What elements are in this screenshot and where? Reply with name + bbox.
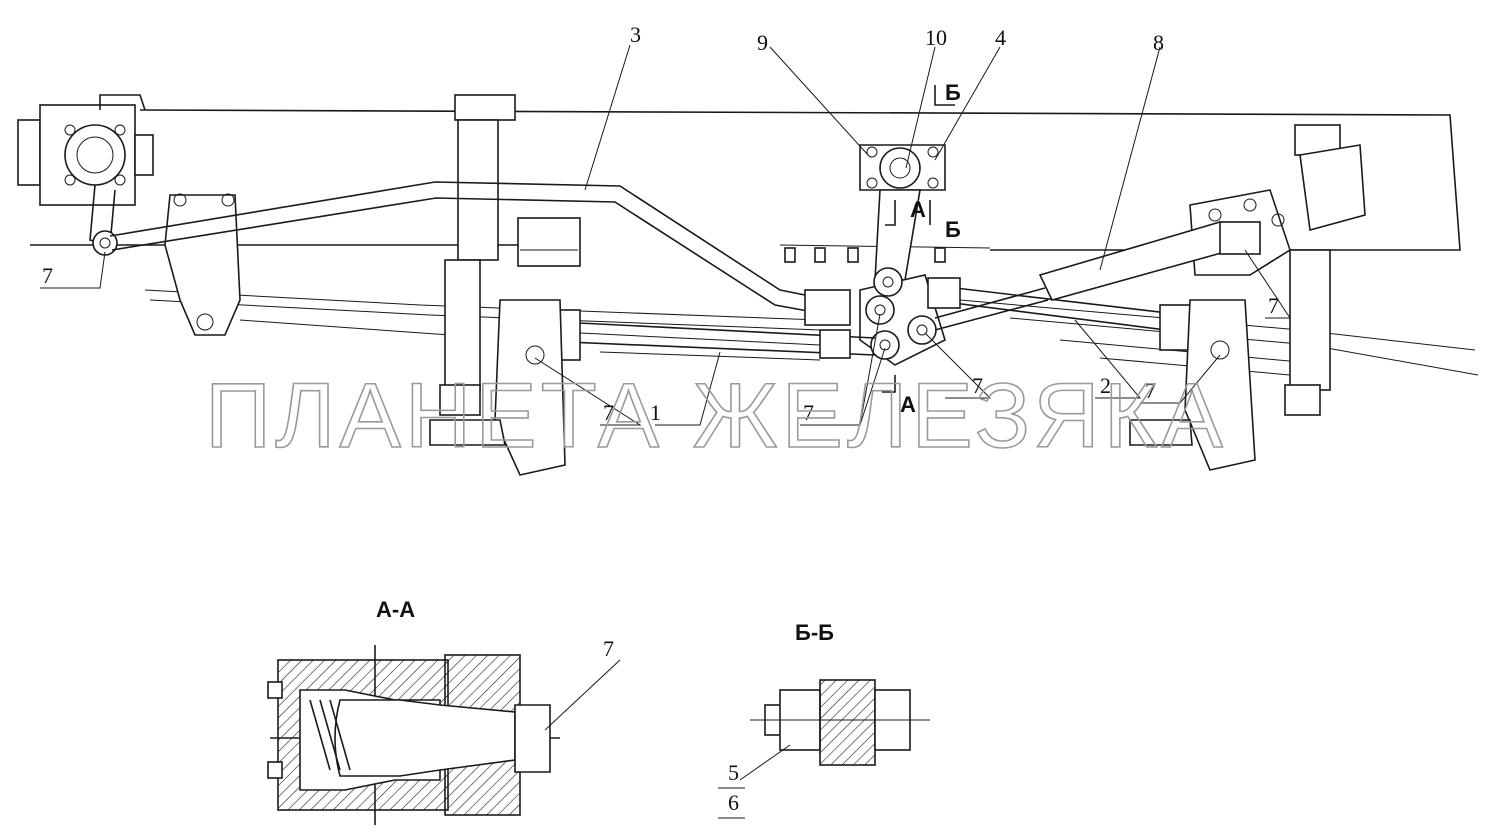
left-steering-knuckle — [429, 299, 566, 476]
power-cylinder-8 — [934, 221, 1261, 331]
callout-10: 10 — [925, 25, 947, 50]
intermediate-lever — [859, 267, 946, 366]
right-shock-absorber — [1284, 124, 1366, 416]
callout-7-knuckle-right: 7 — [1145, 378, 1156, 403]
section-mark-a-mid: А — [910, 197, 926, 222]
section-title-aa: А-А — [376, 597, 415, 622]
callout-7-center: 7 — [803, 400, 814, 425]
section-title-bb: Б-Б — [795, 620, 834, 645]
callout-7-knuckle-left: 7 — [603, 400, 614, 425]
mount-block — [517, 217, 581, 267]
steering-gear — [17, 94, 154, 256]
callout-7-section: 7 — [603, 636, 614, 661]
callout-7-left: 7 — [42, 263, 53, 288]
callout-7-right: 7 — [1268, 293, 1279, 318]
pivot-bracket — [859, 144, 946, 281]
section-mark-b-mid: Б — [945, 217, 961, 242]
callout-9: 9 — [757, 30, 768, 55]
callout-7-right-center: 7 — [972, 373, 983, 398]
left-shock-absorber — [439, 94, 516, 416]
callout-2: 2 — [1100, 373, 1111, 398]
left-spring-bracket — [164, 193, 241, 336]
callout-4: 4 — [995, 25, 1006, 50]
right-steering-knuckle — [1129, 299, 1256, 471]
section-mark-a-low: А — [900, 392, 916, 417]
drag-link-3 — [109, 181, 851, 326]
leader-lines — [40, 44, 1291, 426]
section-mark-labels: Б А Б А — [900, 80, 961, 417]
callout-6: 6 — [728, 790, 739, 815]
watermark-text: ПЛАНЕТА ЖЕЛЕЗЯКА — [205, 365, 1227, 467]
callout-1: 1 — [650, 400, 661, 425]
section-bb-detail — [739, 679, 930, 781]
callout-5: 5 — [728, 760, 739, 785]
callout-3: 3 — [630, 22, 641, 47]
callout-8: 8 — [1153, 30, 1164, 55]
section-markers — [882, 85, 955, 393]
section-aa-detail — [267, 645, 621, 825]
frame-bolts — [784, 247, 946, 263]
section-mark-b-top: Б — [945, 80, 961, 105]
callout-labels: 3 9 10 4 8 7 7 1 7 7 2 7 7 7 5 6 — [42, 22, 1279, 819]
